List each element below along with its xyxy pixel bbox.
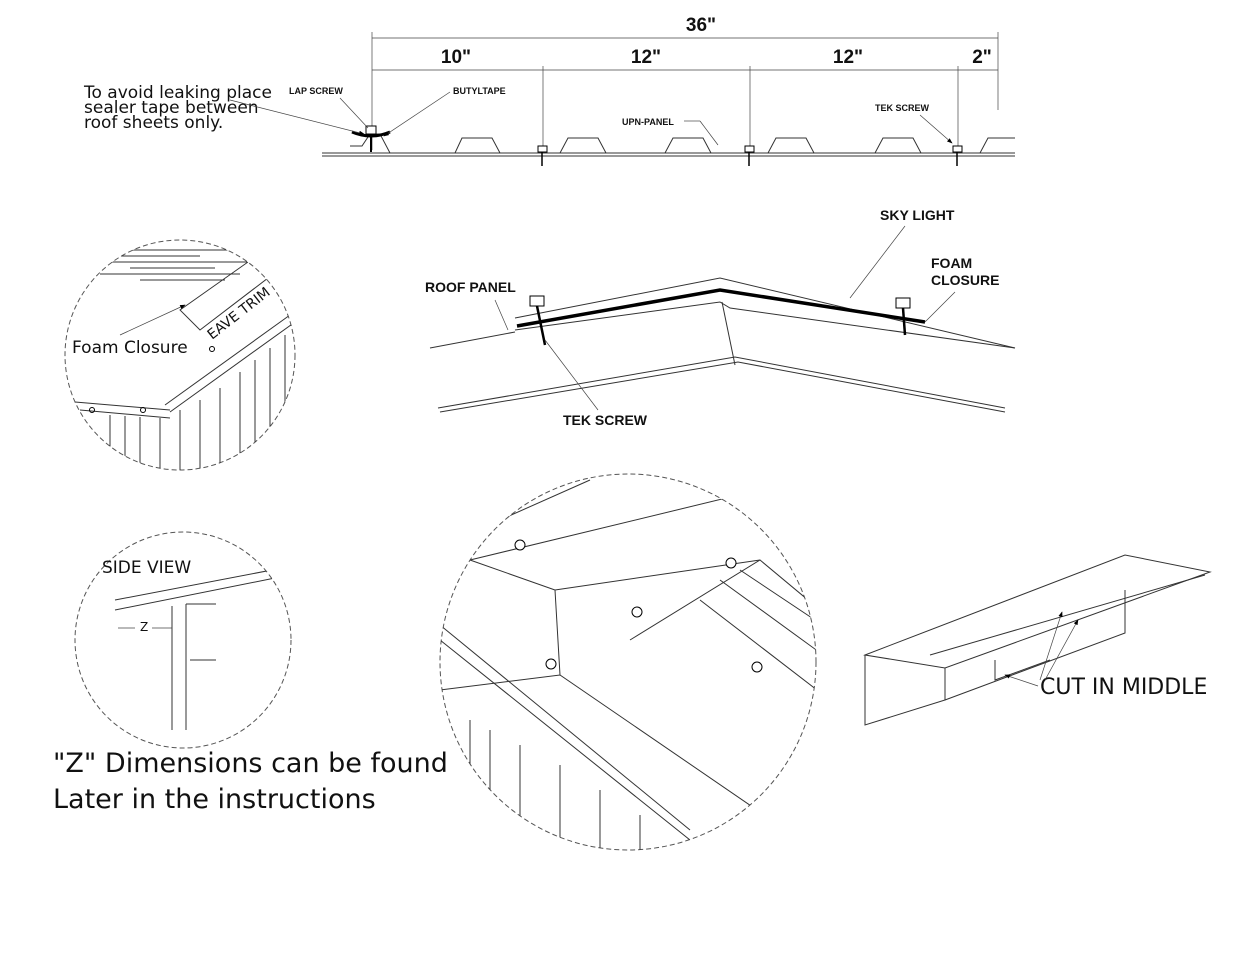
leader-line (383, 91, 451, 137)
lap-screw-icon (351, 125, 391, 152)
tek-screw-label-top: TEK SCREW (875, 103, 930, 113)
tek-screw-icon (952, 145, 963, 166)
leader-line (1004, 674, 1039, 687)
tek-screw-label-skylight: TEK SCREW (563, 412, 648, 428)
leader-line (699, 120, 719, 146)
lower-panel-line (437, 356, 1006, 409)
dimension-seg1-label: 10" (441, 47, 471, 68)
tek-screw-icon (529, 295, 547, 346)
panel-labels: To avoid leaking place sealer tape betwe… (83, 83, 953, 146)
leader-line (849, 225, 906, 299)
screw-head-icon (751, 661, 763, 673)
sealer-note-line3: roof sheets only. (84, 113, 223, 133)
dimension-total-label: 36" (686, 15, 716, 36)
lower-panel-line-2 (439, 361, 1006, 413)
screw-head-icon (725, 557, 737, 569)
leader-line (1039, 611, 1063, 681)
ridge-cap-top (863, 554, 1212, 669)
panel-profile (322, 125, 1015, 166)
sealer-note-line2: sealer tape between (84, 98, 259, 118)
lap-screw-label: LAP SCREW (289, 86, 343, 96)
z-note-line1: "Z" Dimensions can be found (53, 748, 448, 779)
dimension-seg2-label: 12" (631, 47, 661, 68)
leader-line (339, 97, 369, 129)
leader-line (229, 99, 365, 135)
ridge-edge (721, 301, 736, 366)
dimension-seg3-label: 12" (833, 47, 863, 68)
tek-screw-icon (895, 297, 911, 336)
dimension-seg4-label: 2" (972, 47, 992, 68)
screw-head-icon (631, 606, 643, 618)
cut-in-middle-label: CUT IN MIDDLE (1040, 675, 1207, 700)
leader-line (919, 114, 953, 144)
leader-line (119, 304, 186, 336)
upn-panel-label: UPN-PANEL (622, 117, 674, 127)
dimension-group: 36" 10" 12" 12" 2" (371, 15, 999, 150)
tek-screw-icon (744, 145, 755, 166)
panel-ribs (350, 133, 1015, 154)
leader-line (924, 291, 956, 323)
roof-top-line (514, 277, 1016, 349)
side-view-title: SIDE VIEW (102, 558, 191, 578)
leader-line (1044, 619, 1079, 681)
roof-panel-label: ROOF PANEL (425, 279, 516, 295)
sky-light-label: SKY LIGHT (880, 207, 955, 223)
roof-line (429, 331, 516, 349)
ridge-cap-detail: CUT IN MIDDLE (863, 554, 1212, 726)
side-view-detail: SIDE VIEW Z (74, 531, 292, 749)
eave-trim-detail: Foam Closure EAVE TRIM (64, 239, 296, 471)
foam-closure-label-2: CLOSURE (931, 272, 999, 288)
leader-line (494, 299, 509, 331)
foam-closure-eave-label: Foam Closure (72, 338, 188, 358)
roof-inner-line (514, 301, 1016, 349)
ridge-cap-side (864, 655, 946, 726)
ridge-detail-circle (439, 473, 817, 851)
skylight-detail: ROOF PANEL SKY LIGHT FOAM CLOSURE TEK SC… (425, 207, 1016, 428)
butyl-tape-label: BUTYLTAPE (453, 86, 506, 96)
side-view-circle (74, 531, 292, 749)
screw-head-icon (545, 658, 557, 670)
ridge-screw-detail (439, 473, 817, 851)
skylight-panel (516, 288, 926, 328)
z-label: Z (140, 620, 148, 634)
sealer-note-line1: To avoid leaking place (83, 83, 272, 103)
foam-closure-label-1: FOAM (931, 255, 972, 271)
tek-screw-icon (537, 145, 548, 166)
leader-line (544, 339, 599, 411)
z-note-line2: Later in the instructions (53, 784, 376, 815)
screw-head-icon (514, 539, 526, 551)
